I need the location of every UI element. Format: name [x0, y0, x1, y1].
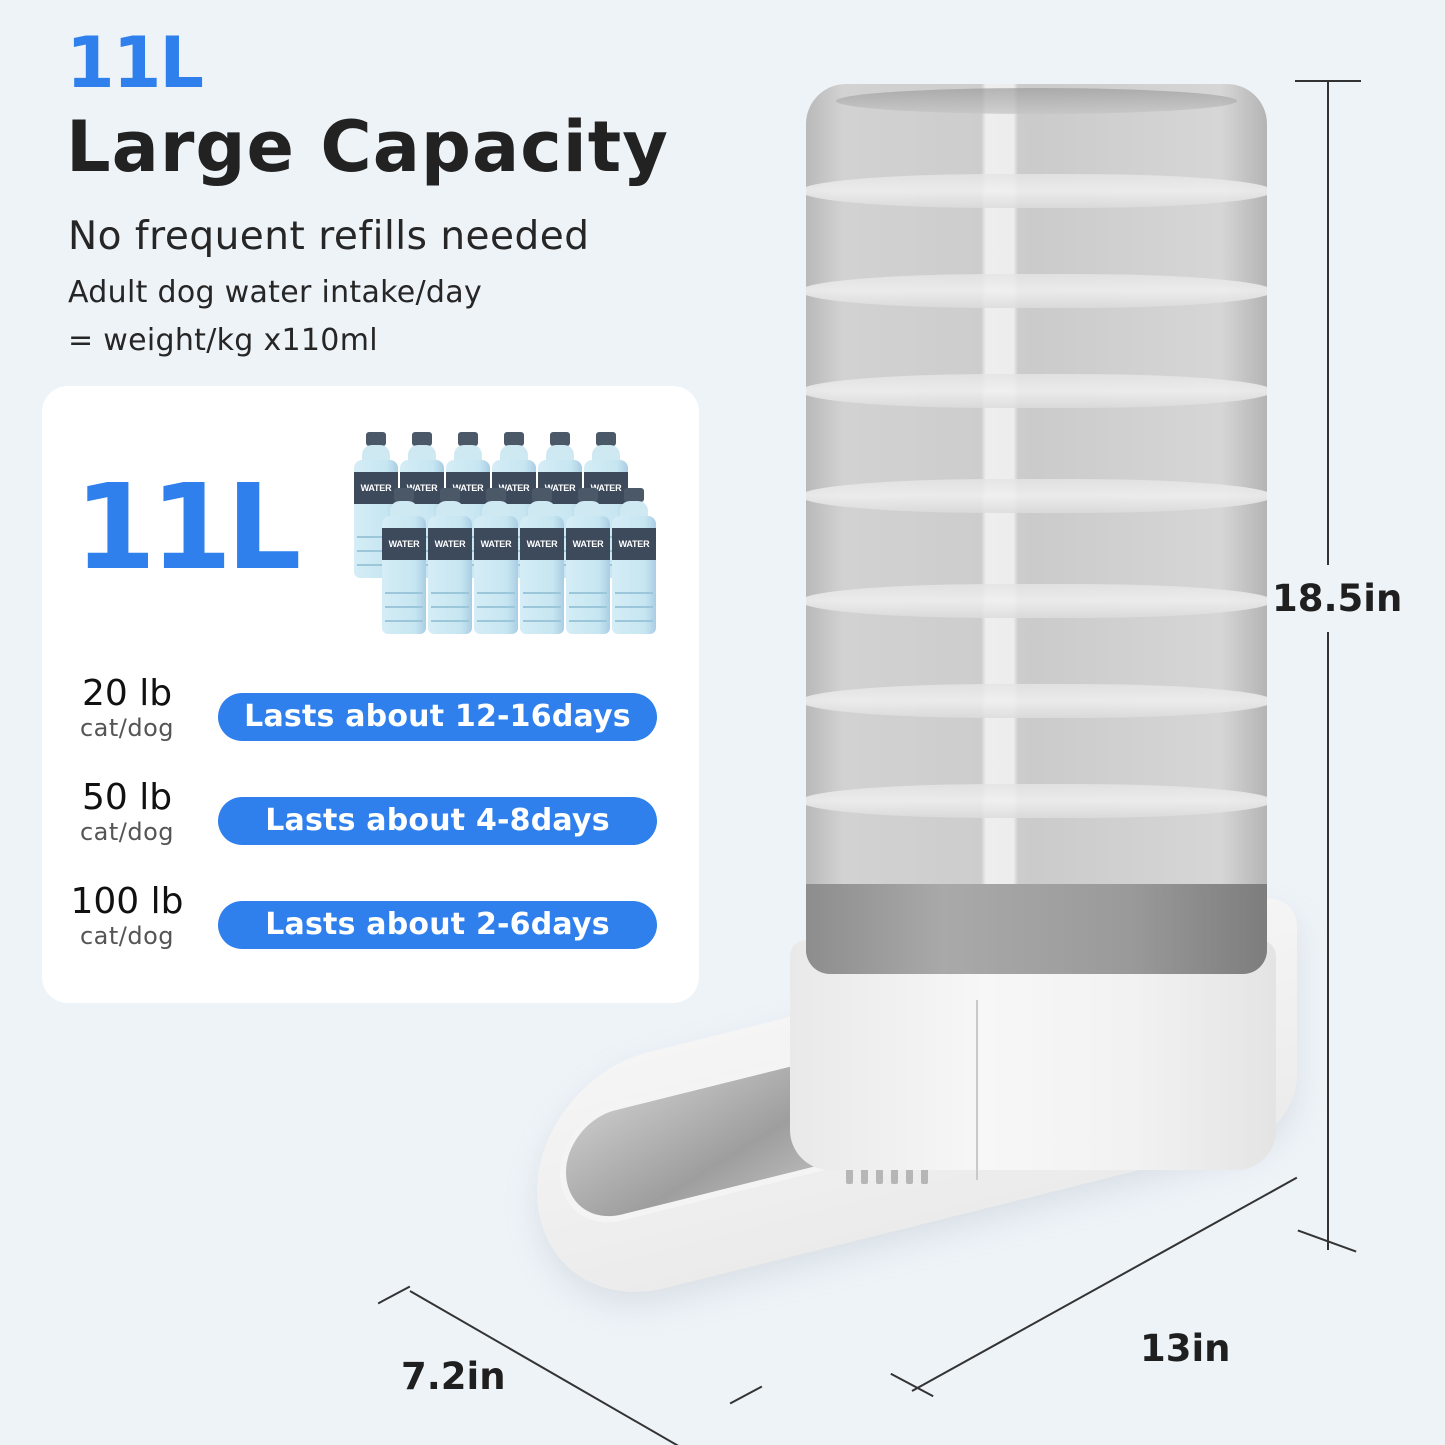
- duration-row: 100 lb cat/dog Lasts about 2-6days: [42, 884, 699, 964]
- tank-lid: [836, 88, 1237, 114]
- depth-dimension-label: 7.2in: [401, 1355, 506, 1398]
- tank-window: [806, 884, 1267, 974]
- intake-note-line-2: = weight/kg x110ml: [68, 323, 378, 358]
- water-bottle-icon: WATER: [566, 488, 610, 634]
- water-bottle-icon: WATER: [382, 488, 426, 634]
- height-dimension-line-lower: [1327, 632, 1329, 1250]
- water-bottle-icon: WATER: [520, 488, 564, 634]
- water-bottle-icon: WATER: [474, 488, 518, 634]
- duration-badge: Lasts about 4-8days: [218, 797, 657, 845]
- duration-badge: Lasts about 2-6days: [218, 901, 657, 949]
- water-bottles-illustration: WATER WATER WATER WATER WATER WATER WATE…: [354, 432, 664, 634]
- capacity-card: 11L WATER WATER WATER WATER WATER WATER …: [42, 386, 699, 1003]
- pet-weight: 50 lb: [81, 777, 173, 818]
- pet-weight: 20 lb: [81, 673, 173, 714]
- water-bottle-icon: WATER: [612, 488, 656, 634]
- intake-note-line-1: Adult dog water intake/day: [68, 275, 483, 310]
- headline-title: Large Capacity: [66, 106, 669, 188]
- headline-subtitle: No frequent refills needed: [68, 214, 590, 259]
- pet-weight: 100 lb: [70, 881, 184, 922]
- water-tank: [806, 84, 1267, 974]
- duration-row: 50 lb cat/dog Lasts about 4-8days: [42, 780, 699, 860]
- width-dimension-label: 13in: [1140, 1327, 1231, 1370]
- height-dimension-line-upper: [1327, 80, 1329, 565]
- pet-species: cat/dog: [79, 818, 175, 846]
- dispenser-base-column: [790, 940, 1276, 1180]
- water-bottle-icon: WATER: [428, 488, 472, 634]
- card-capacity: 11L: [74, 458, 301, 596]
- duration-badge: Lasts about 12-16days: [218, 693, 657, 741]
- outlet-grille: [846, 1158, 946, 1188]
- pet-species: cat/dog: [79, 714, 175, 742]
- height-dimension-label: 18.5in: [1272, 577, 1403, 620]
- headline-capacity: 11L: [66, 22, 204, 104]
- pet-species: cat/dog: [79, 922, 175, 950]
- duration-row: 20 lb cat/dog Lasts about 12-16days: [42, 676, 699, 756]
